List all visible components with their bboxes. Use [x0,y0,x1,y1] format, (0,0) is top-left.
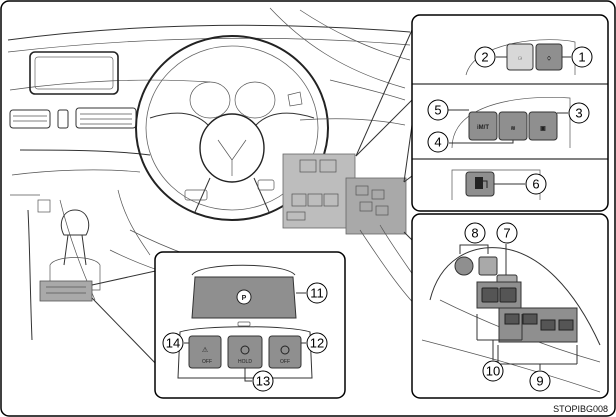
callout-number: 1 [578,50,585,65]
callout-13 [252,370,274,392]
callout-6 [525,173,547,195]
vsc-off-label: OFF [202,359,212,365]
callout-number: 10 [486,364,500,379]
callout-number: 2 [481,50,488,65]
window-lock-switch[interactable] [481,287,499,303]
callout-2 [474,46,496,68]
callout-14 [162,332,184,354]
inset-top-right: ⚆ ⛭ iM/T ≋ ▣ [411,14,609,212]
callout-number: 14 [166,336,180,351]
mirror-select-switch[interactable] [478,256,498,276]
svg-text:≋: ≋ [510,126,515,132]
callout-10 [482,360,504,382]
callout-5 [427,99,449,121]
inset-bottom-right [411,213,609,399]
dashboard-illustration [7,7,421,341]
svg-text:▣: ▣ [540,126,546,132]
callout-3 [568,102,590,124]
callout-number: 8 [471,226,478,241]
callout-7 [496,222,518,244]
figure-caption: STOPIBG008 [553,404,608,414]
callout-number: 12 [310,336,324,351]
hold-label: HOLD [238,359,252,365]
svg-text:⚆: ⚆ [518,56,523,62]
callout-8 [464,222,486,244]
center-display [29,51,119,95]
callout-9 [529,370,551,392]
stop-start-icon [280,345,290,355]
svg-text:P: P [242,295,247,302]
callout-number: 9 [536,374,543,389]
callout-number: 3 [575,106,582,121]
console-switch-highlight [39,280,93,302]
svg-text:⚠: ⚠ [202,346,208,354]
switch-5-imt-button[interactable] [468,111,498,141]
fuel-icon [475,177,483,189]
callout-12 [306,332,328,354]
parking-brake-icon [236,289,252,305]
callout-1 [571,46,593,68]
callout-number: 4 [434,135,441,150]
mirror-switch[interactable] [454,256,474,276]
inset-bottom-center: P ⚠ OFF HOLD OFF [154,251,346,399]
leader-lines [91,29,413,369]
callout-markers: 1 2 3 4 5 6 7 8 9 10 [162,46,593,392]
imt-label: iM/T [477,125,489,131]
switch-3-button[interactable] [528,111,558,141]
steering-wheel [135,35,329,221]
callout-number: 11 [310,286,324,301]
lower-dash-highlight [282,153,356,229]
callout-number: 5 [434,103,441,118]
callout-number: 7 [503,226,510,241]
stop-start-off-label: OFF [280,359,290,365]
callout-4 [427,131,449,153]
callout-number: 6 [532,177,539,192]
callout-11 [306,282,328,304]
vsc-off-button[interactable] [188,335,222,369]
svg-text:⛭: ⛭ [547,56,551,62]
brake-hold-icon [240,345,250,355]
callout-number: 13 [256,374,270,389]
stop-start-off-button[interactable] [268,335,302,369]
